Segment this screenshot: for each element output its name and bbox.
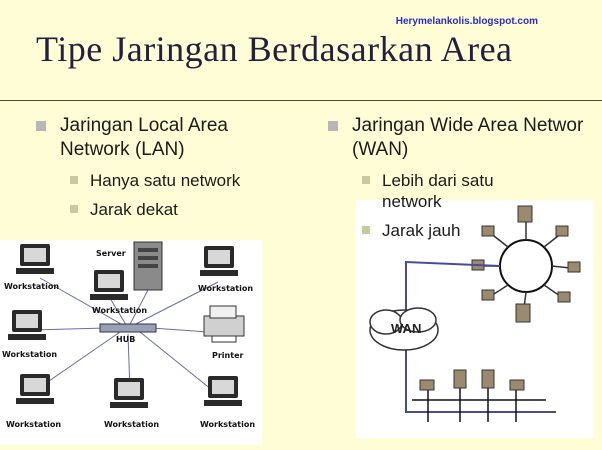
lan-hub — [99, 323, 157, 333]
lan-workstation-bottom-left — [16, 374, 54, 404]
lan-diagram — [0, 240, 262, 445]
square-bullet-icon — [70, 176, 78, 184]
wan-bullet: Jaringan Wide Area Networ (WAN) — [328, 114, 588, 162]
wan-cloud — [369, 307, 439, 351]
square-bullet-icon — [328, 121, 338, 131]
square-bullet-icon — [36, 121, 46, 131]
lan-subitem-text: Jarak dekat — [90, 200, 178, 219]
wan-links — [405, 260, 556, 413]
wan-bus — [412, 386, 546, 422]
lan-column: Jaringan Local Area Network (LAN) Hanya … — [36, 114, 286, 220]
wan-subitem-text: Lebih dari satu network — [382, 171, 494, 211]
lan-workstation-label: Workstation — [92, 306, 148, 315]
lan-heading: Jaringan Local Area Network (LAN) — [60, 115, 228, 160]
lan-hub-label: HUB — [116, 335, 136, 344]
square-bullet-icon — [70, 205, 78, 213]
lan-server-label: Server — [96, 249, 126, 258]
wan-bus-nodes — [419, 369, 525, 391]
lan-workstation-label: Workstation — [6, 420, 62, 429]
wan-diagram — [356, 200, 594, 438]
slide-title: Tipe Jaringan Berdasarkan Area — [36, 29, 513, 69]
lan-workstation-label: Workstation — [4, 282, 60, 291]
wan-ring — [499, 239, 553, 293]
square-bullet-icon — [362, 226, 370, 234]
wan-diagram-svg — [369, 205, 581, 422]
lan-subitem-text: Hanya satu network — [90, 171, 241, 190]
lan-server — [133, 241, 163, 291]
lan-printer-label: Printer — [212, 351, 244, 360]
lan-workstation-top-left — [16, 244, 54, 274]
lan-diagram-svg — [8, 241, 245, 408]
lan-workstation-label: Workstation — [200, 420, 256, 429]
lan-workstation-mid-left — [8, 310, 46, 340]
wan-heading: Jaringan Wide Area Networ (WAN) — [352, 115, 584, 160]
lan-printer — [203, 305, 245, 343]
wan-cloud-label: WAN — [391, 321, 422, 336]
lan-workstation-label: Workstation — [104, 420, 160, 429]
watermark-text: Herymelankolis.blogspot.com — [395, 16, 538, 27]
lan-workstation-top-mid — [90, 270, 128, 300]
lan-subitem: Hanya satu network — [36, 170, 286, 191]
lan-bullet: Jaringan Local Area Network (LAN) — [36, 114, 286, 162]
wan-column: Jaringan Wide Area Networ (WAN) Lebih da… — [328, 114, 588, 241]
lan-workstation-top-right — [200, 246, 238, 276]
lan-workstation-bottom-mid — [110, 378, 148, 408]
lan-workstation-label: Workstation — [2, 350, 58, 359]
wan-subitem: Jarak jauh — [328, 220, 588, 241]
title-divider — [0, 100, 602, 101]
wan-subitem: Lebih dari satu network — [328, 170, 532, 212]
square-bullet-icon — [362, 176, 370, 184]
wan-subitem-text: Jarak jauh — [382, 221, 461, 240]
lan-workstation-label: Workstation — [198, 284, 254, 293]
lan-subitem: Jarak dekat — [36, 199, 286, 220]
lan-workstation-bottom-right — [204, 376, 242, 406]
